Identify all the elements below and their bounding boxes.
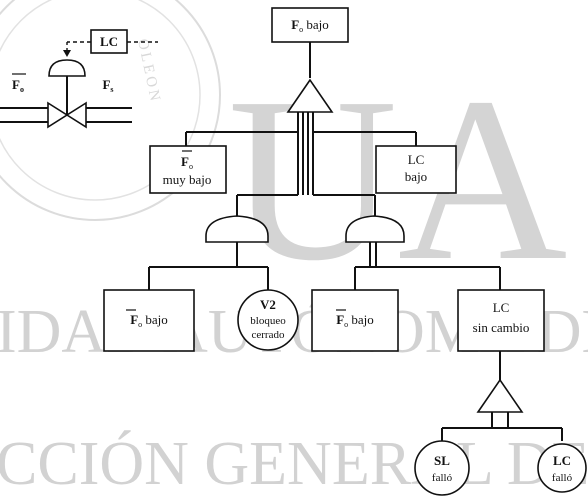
and-gate-right: [345, 215, 405, 243]
event-lc-bajo-label-2: bajo: [405, 169, 427, 184]
event-lc-sin-cambio-box: [457, 289, 545, 352]
event-sl-label-1: SL: [434, 453, 450, 468]
event-v2-bloqueo: V2 bloqueo cerrado: [237, 289, 299, 351]
valve-actuator: [48, 59, 86, 77]
event-fo-muy-bajo-label-1: Fo: [181, 154, 193, 171]
event-sl-fallo: SL falló: [414, 440, 470, 496]
event-lc-fallo-label-1: LC: [553, 453, 571, 468]
valve-body-right: [65, 101, 87, 129]
event-lc-sin-cambio: LC sin cambio: [457, 289, 545, 352]
event-top: Fo bajo: [271, 7, 349, 43]
event-lc-sin-cambio-label-2: sin cambio: [473, 320, 530, 335]
event-v2-label-3: cerrado: [252, 329, 285, 341]
event-fo-muy-bajo-box: [149, 145, 227, 194]
watermark-seal-ring-inner: [0, 0, 201, 201]
signal-arrowhead: [63, 50, 71, 57]
flow-out-label: Fs: [102, 77, 113, 94]
watermark-line-2: CCIÓN GENERAL DE BIB: [0, 430, 588, 498]
event-sl-circle: [414, 440, 470, 496]
event-sl-label-2: falló: [432, 472, 453, 484]
event-fo-muy-bajo: Fo muy bajo: [149, 145, 227, 194]
event-top-label: Fo bajo: [291, 17, 329, 34]
watermark-seal-ring: [0, 0, 221, 221]
event-leaf-1-label: Fo bajo: [130, 312, 168, 329]
lc-controller-label: LC: [100, 34, 118, 49]
event-v2-label-1: V2: [260, 297, 276, 312]
or-gate-bottom: [476, 378, 524, 413]
event-lc-sin-cambio-label-1: LC: [493, 300, 510, 315]
event-fo-muy-bajo-label-2: muy bajo: [163, 172, 212, 187]
event-lc-fallo-label-2: falló: [552, 472, 573, 484]
flow-in-label: Fo: [12, 77, 24, 94]
event-v2-circle: [237, 289, 299, 351]
event-lc-bajo-label-1: LC: [408, 152, 425, 167]
event-lc-fallo-circle: [537, 443, 587, 493]
and-gate-left: [205, 215, 269, 243]
watermark-ring-text: OLEON: [134, 38, 163, 106]
event-top-box: [271, 7, 349, 43]
event-lc-bajo-box: [375, 145, 457, 194]
event-v2-label-2: bloqueo: [250, 315, 286, 327]
gates: [205, 78, 524, 413]
valve-body-left: [47, 101, 69, 129]
event-leaf-1-box: [103, 289, 195, 352]
event-leaf-3-label: Fo bajo: [336, 312, 374, 329]
valve-schematic: LC Fo Fs: [0, 29, 158, 129]
event-leaf-1: Fo bajo: [103, 289, 195, 352]
event-lc-bajo: LC bajo: [375, 145, 457, 194]
event-leaf-3-box: [311, 289, 399, 352]
event-lc-fallo: LC falló: [537, 443, 587, 493]
event-leaf-3: Fo bajo: [311, 289, 399, 352]
or-gate-top: [286, 78, 334, 113]
